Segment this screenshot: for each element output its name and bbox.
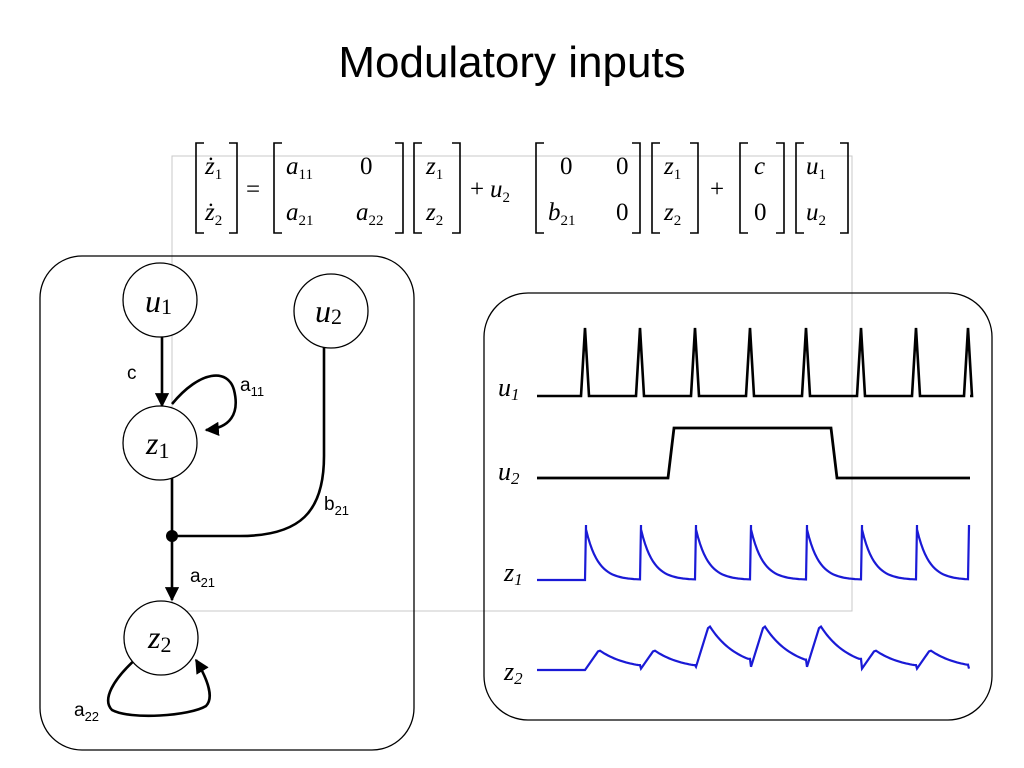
lhs-z1-dot: ż1 (204, 153, 222, 183)
modulation-junction (166, 530, 178, 542)
node-u2-label: u2 (315, 293, 342, 329)
edge-a11 (170, 374, 237, 437)
trace-u1 (537, 327, 974, 398)
z2-entry: z2 (425, 199, 443, 229)
node-z2: z2 (123, 600, 199, 676)
edge-a22 (106, 656, 211, 718)
u1-entry: u1 (806, 153, 826, 183)
plus-sign-2: + (710, 176, 724, 203)
equation-frame (171, 155, 853, 612)
trace-u2 (537, 426, 970, 480)
edge-label-a11: a11 (240, 375, 264, 399)
c1-entry: c (754, 153, 765, 180)
b21-entry: b21 (548, 199, 576, 229)
edge-label-b21: b21 (324, 494, 349, 518)
z2-entry-2: z2 (663, 199, 681, 229)
node-u1-label: u1 (145, 283, 172, 319)
c2-entry: 0 (754, 199, 767, 226)
a21-entry: a21 (286, 199, 314, 229)
signal-panel (483, 292, 993, 721)
b11-entry: 0 (560, 153, 573, 180)
matrix-brackets (195, 142, 849, 234)
signal-label-u2: u2 (498, 457, 520, 488)
node-z1: z1 (122, 405, 198, 481)
node-z2-label: z2 (147, 619, 171, 657)
a12-entry: 0 (360, 153, 373, 180)
network-panel (39, 255, 415, 751)
network-edges (106, 335, 326, 718)
slide-title: Modulatory inputs (338, 38, 686, 87)
edge-label-a21: a21 (190, 566, 215, 590)
state-equation: ż1 ż2 = a11 0 a21 a22 z1 z2 + u2 0 0 b21… (195, 142, 849, 234)
a11-entry: a11 (286, 153, 313, 183)
node-u2: u2 (293, 273, 369, 349)
u2-entry: u2 (806, 199, 826, 229)
trace-z1 (537, 524, 971, 582)
node-z1-label: z1 (145, 425, 169, 463)
z1-entry: z1 (425, 153, 443, 183)
equals-sign: = (246, 176, 260, 203)
signal-label-z1: z1 (503, 558, 523, 589)
a22-entry: a22 (356, 199, 384, 229)
z1-entry-2: z1 (663, 153, 681, 183)
trace-z2 (537, 624, 971, 672)
edge-label-c: c (127, 363, 137, 384)
b22-entry: 0 (616, 199, 629, 226)
edge-label-a22: a22 (74, 700, 99, 724)
signal-label-u1: u1 (498, 373, 520, 404)
b12-entry: 0 (616, 153, 629, 180)
plus-sign-1: + (470, 176, 484, 203)
edge-b21 (172, 343, 326, 538)
lhs-z2-dot: ż2 (204, 199, 222, 229)
node-u1: u1 (122, 262, 198, 338)
modulator-u2: u2 (490, 176, 510, 206)
signal-label-z2: z2 (503, 657, 523, 688)
